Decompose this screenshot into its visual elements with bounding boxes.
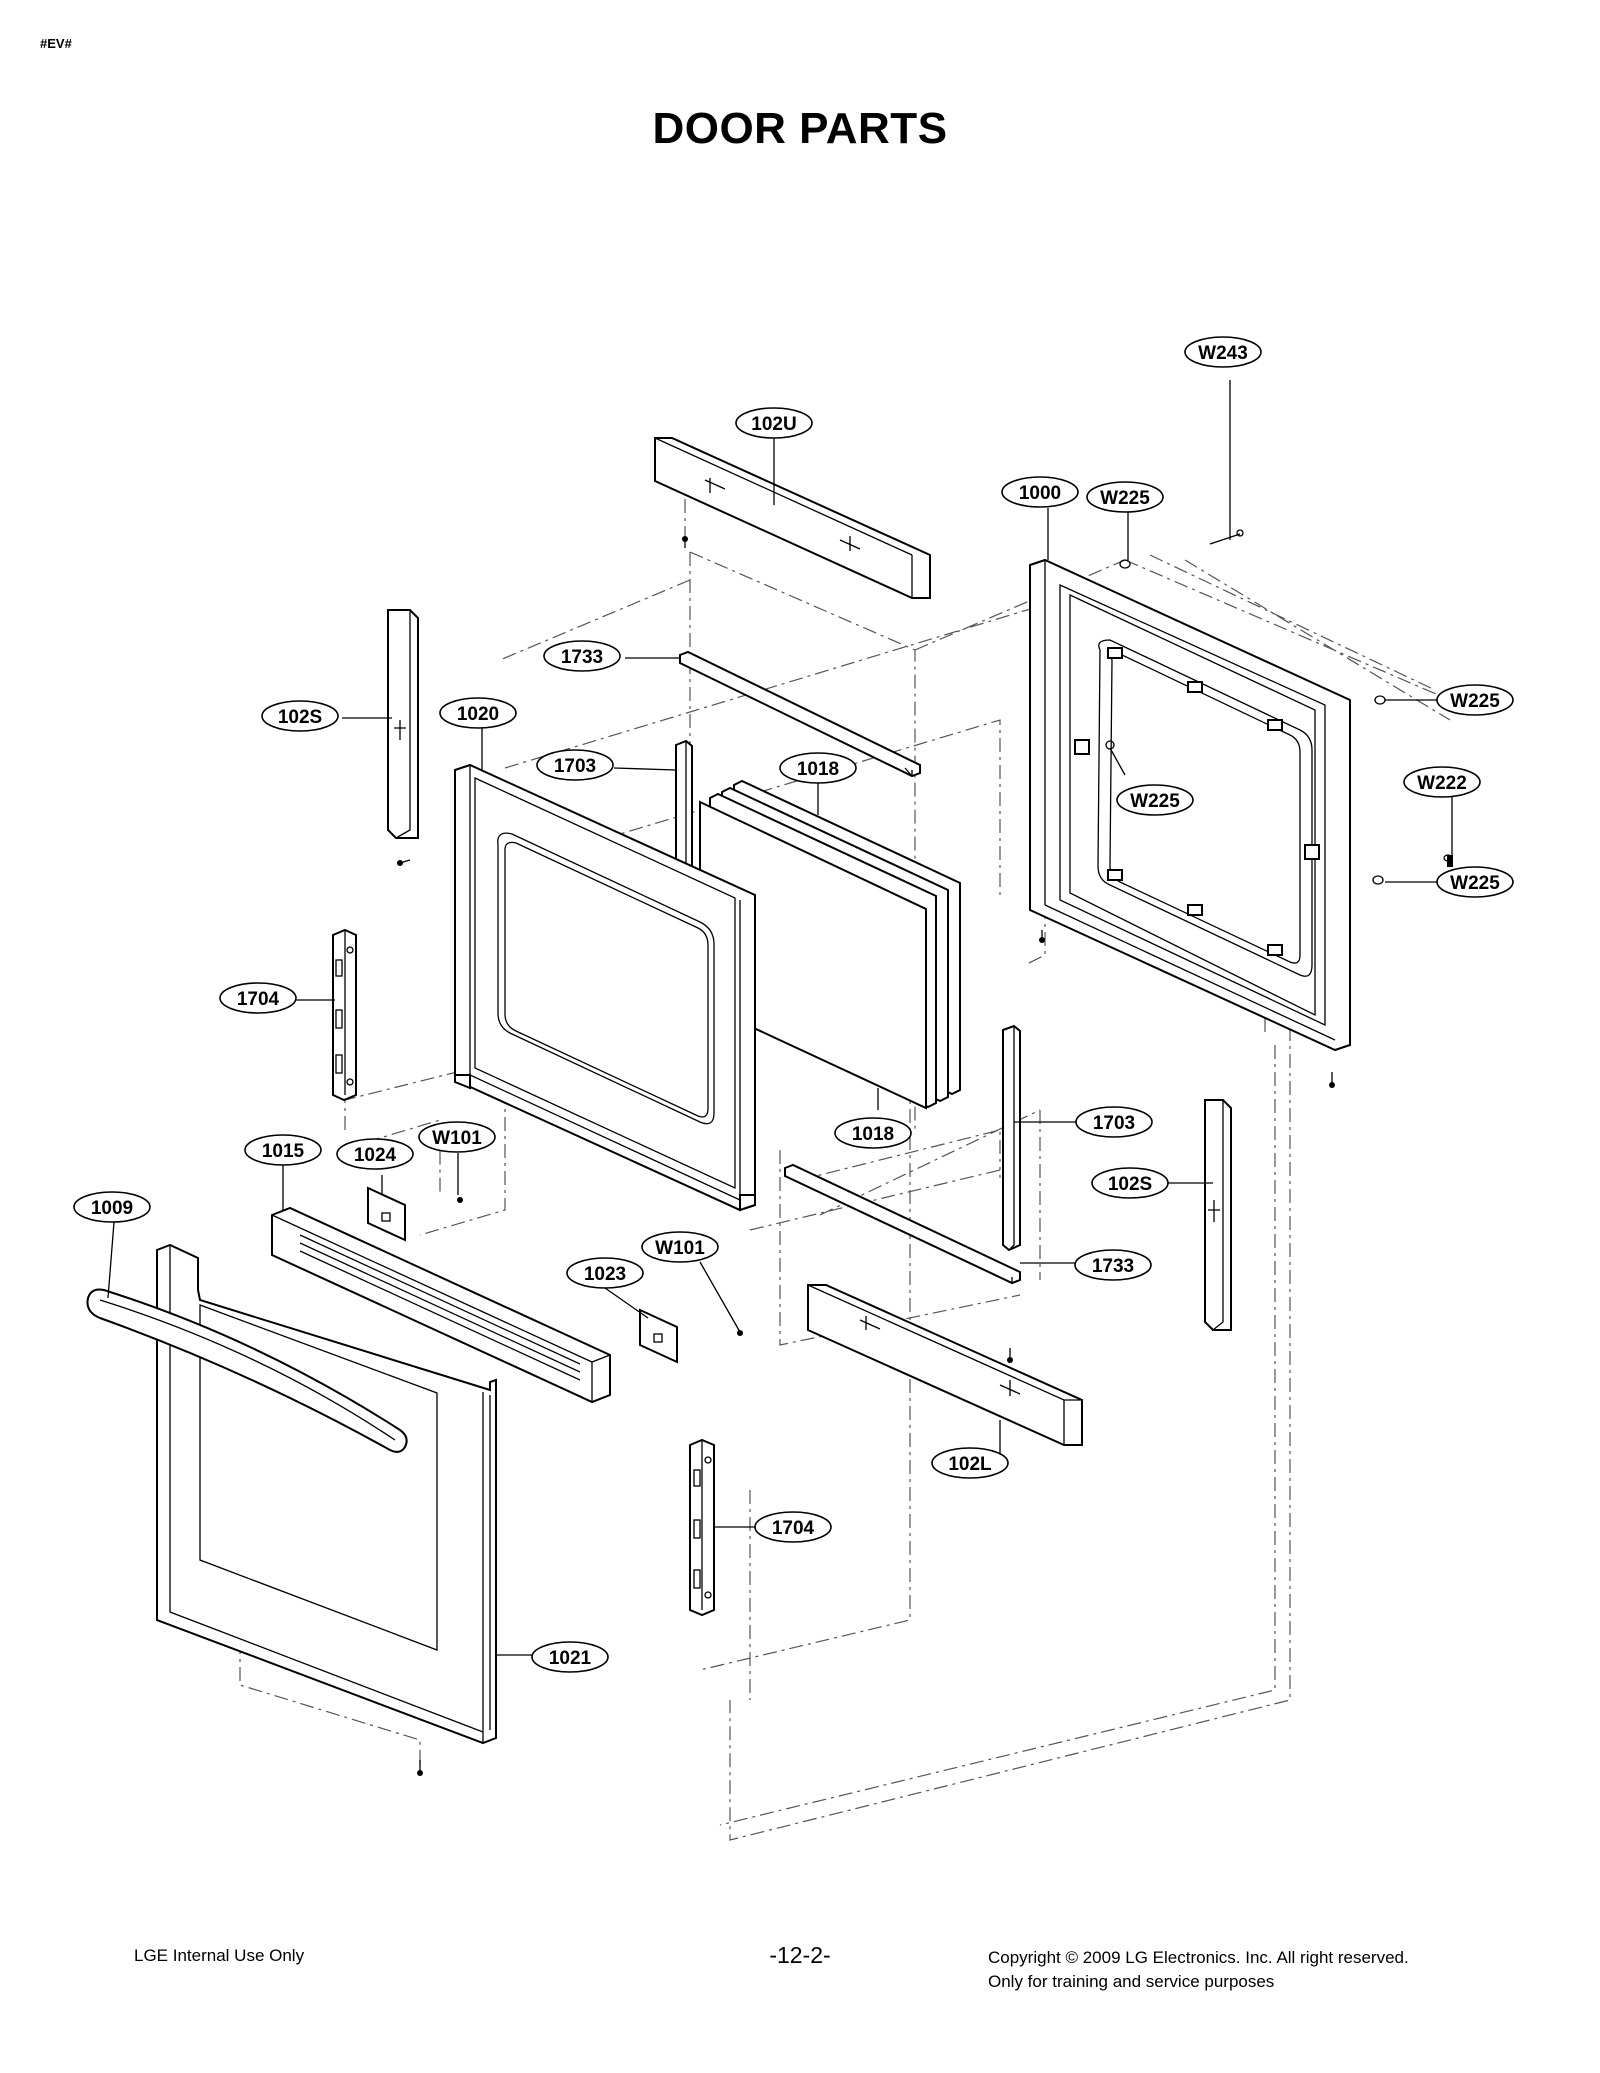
svg-text:1703: 1703 [554, 756, 596, 777]
svg-text:1733: 1733 [1092, 1256, 1134, 1277]
svg-text:102S: 102S [1108, 1174, 1152, 1195]
svg-text:102L: 102L [948, 1454, 992, 1475]
callout-1020: 1020 [439, 697, 517, 729]
callout-W243: W243 [1184, 336, 1262, 368]
callout-1018-bottom: 1018 [834, 1117, 912, 1149]
svg-text:1021: 1021 [549, 1648, 592, 1669]
svg-text:W222: W222 [1417, 773, 1467, 794]
callout-1000: 1000 [1001, 476, 1079, 508]
svg-text:102U: 102U [751, 414, 796, 435]
part-1020-middle-door-frame [454, 763, 756, 1212]
footer-internal-use: LGE Internal Use Only [134, 1946, 305, 1965]
callout-102L: 102L [931, 1447, 1009, 1479]
leader-lines [107, 380, 1453, 1656]
callout-102S-left: 102S [261, 700, 339, 732]
callout-1703-top: 1703 [536, 749, 614, 781]
callout-W225-inner: W225 [1116, 784, 1194, 816]
svg-text:1704: 1704 [772, 1518, 815, 1539]
svg-text:1024: 1024 [354, 1145, 397, 1166]
svg-text:1703: 1703 [1093, 1113, 1135, 1134]
part-102S-left-side-trim [387, 609, 419, 839]
callout-W101-mid: W101 [641, 1231, 719, 1263]
svg-text:102S: 102S [278, 707, 322, 728]
frame-clips [1074, 647, 1320, 956]
callout-1009: 1009 [73, 1191, 151, 1223]
training-notice-line: Only for training and service purposes [988, 1972, 1275, 1991]
svg-text:1000: 1000 [1019, 483, 1061, 504]
svg-text:W101: W101 [655, 1238, 705, 1259]
callout-W225-right-bottom: W225 [1436, 866, 1514, 898]
svg-text:1733: 1733 [561, 647, 603, 668]
callout-1023: 1023 [566, 1257, 644, 1289]
part-1024-bracket [367, 1186, 406, 1242]
callout-1024: 1024 [336, 1138, 414, 1170]
part-1703-bottom-vertical-channel [1002, 1024, 1021, 1252]
part-1704-bottom-hinge [689, 1438, 715, 1617]
part-1023-bracket [639, 1308, 678, 1364]
copyright-line: Copyright © 2009 LG Electronics. Inc. Al… [988, 1948, 1409, 1967]
callout-1015: 1015 [244, 1134, 322, 1166]
svg-text:W225: W225 [1450, 873, 1500, 894]
callout-1018-top: 1018 [779, 752, 857, 784]
page-number: -12-2- [769, 1942, 831, 1968]
callout-W222: W222 [1403, 766, 1481, 798]
part-102L-bottom-trim [807, 1284, 1083, 1446]
callout-1704-top: 1704 [219, 982, 297, 1014]
svg-text:1023: 1023 [584, 1264, 626, 1285]
svg-text:W225: W225 [1100, 488, 1150, 509]
callout-1733-bottom: 1733 [1074, 1249, 1152, 1281]
part-1009-handle [86, 1288, 408, 1453]
svg-text:1018: 1018 [852, 1124, 894, 1145]
svg-text:1009: 1009 [91, 1198, 133, 1219]
part-1015-top-bracket [271, 1206, 611, 1404]
part-102S-right-side-trim [1204, 1099, 1232, 1331]
callout-1021: 1021 [531, 1641, 609, 1673]
callout-W225-right-top: W225 [1436, 684, 1514, 716]
part-1018-glass-panes [699, 779, 961, 1110]
part-1733-top-channel [679, 650, 921, 778]
callout-1704-bottom: 1704 [754, 1511, 832, 1543]
callout-1703-bottom: 1703 [1075, 1106, 1153, 1138]
svg-text:W225: W225 [1450, 691, 1500, 712]
svg-text:W243: W243 [1198, 343, 1248, 364]
svg-text:1018: 1018 [797, 759, 839, 780]
svg-text:W101: W101 [432, 1128, 482, 1149]
callout-102S-right: 102S [1091, 1167, 1169, 1199]
svg-text:1704: 1704 [237, 989, 280, 1010]
part-1704-top-hinge [332, 928, 357, 1102]
page-title: DOOR PARTS [652, 104, 948, 153]
callout-102U: 102U [735, 407, 813, 439]
callout-1733-top: 1733 [543, 640, 621, 672]
svg-text:1015: 1015 [262, 1141, 305, 1162]
callout-W101-top: W101 [418, 1121, 496, 1153]
callout-W225-top: W225 [1086, 481, 1164, 513]
footer-copyright-block: Copyright © 2009 LG Electronics. Inc. Al… [988, 1946, 1409, 1994]
svg-text:W225: W225 [1130, 791, 1180, 812]
part-102U-top-trim [654, 437, 931, 599]
document-tag: #EV# [40, 36, 72, 51]
part-1733-bottom-channel [784, 1163, 1021, 1285]
svg-text:1020: 1020 [457, 704, 499, 725]
